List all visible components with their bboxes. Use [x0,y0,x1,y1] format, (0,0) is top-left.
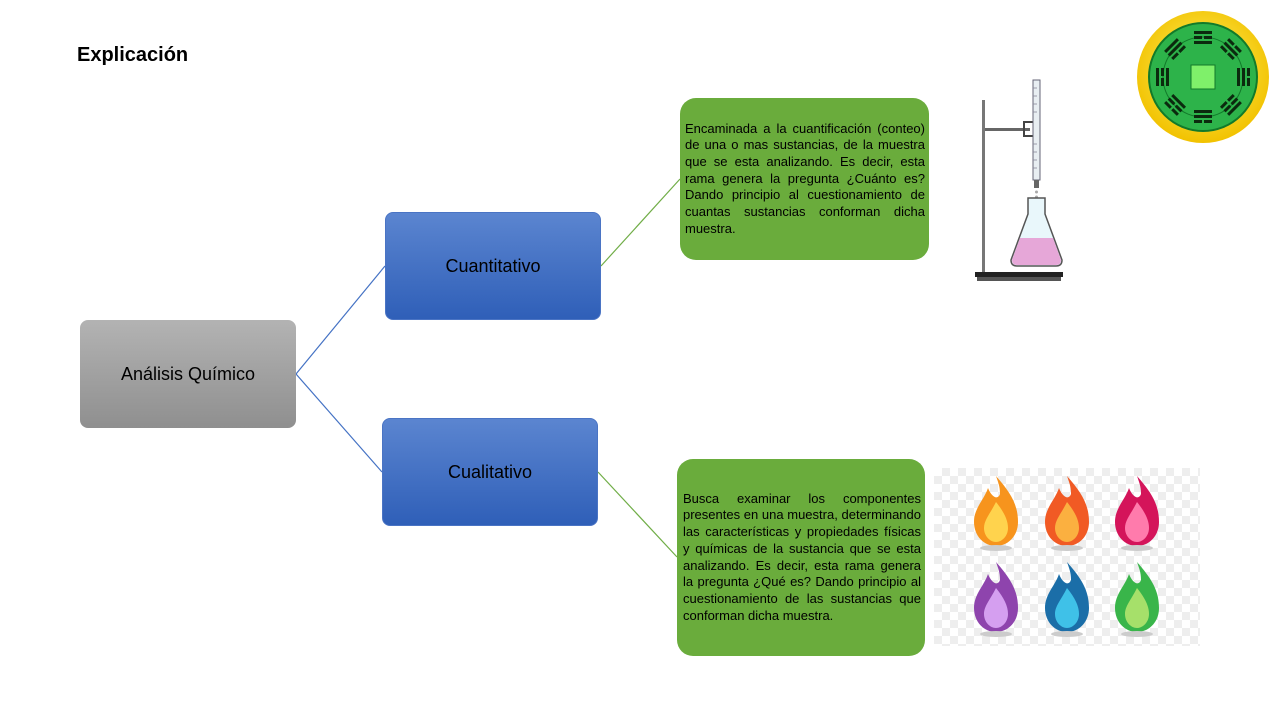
root-node-analisis-quimico: Análisis Químico [80,320,296,428]
purple-flame-icon [974,562,1018,637]
branch-node-cualitativo: Cualitativo [382,418,598,526]
description-box-cualitativo: Busca examinar los componentes presentes… [677,459,925,656]
flame-tests-image [934,468,1200,646]
connector-root-cualitativo [295,373,383,473]
green-flame-icon [1115,562,1159,637]
branch-node-cuantitativo: Cuantitativo [385,212,601,320]
connector-cuantitativo-description [600,178,681,267]
page-title: Explicación [77,44,189,66]
pink-flame-icon [1115,476,1159,551]
branch-node-label: Cualitativo [447,461,533,482]
blue-flame-icon [1045,562,1089,637]
orange-flame-icon [974,476,1018,551]
description-text: Busca examinar los componentes presentes… [683,490,921,623]
orange-red-flame-icon [1045,476,1089,551]
description-text: Encaminada a la cuantificación (conteo) … [685,120,925,236]
branch-node-label: Cuantitativo [445,255,541,276]
connector-cualitativo-description [597,471,678,558]
connector-root-cuantitativo [295,265,386,375]
description-box-cuantitativo: Encaminada a la cuantificación (conteo) … [680,98,929,260]
titration-stand-icon [975,79,1063,281]
root-node-label: Análisis Químico [120,363,256,384]
bagua-emblem-logo [1137,11,1269,143]
